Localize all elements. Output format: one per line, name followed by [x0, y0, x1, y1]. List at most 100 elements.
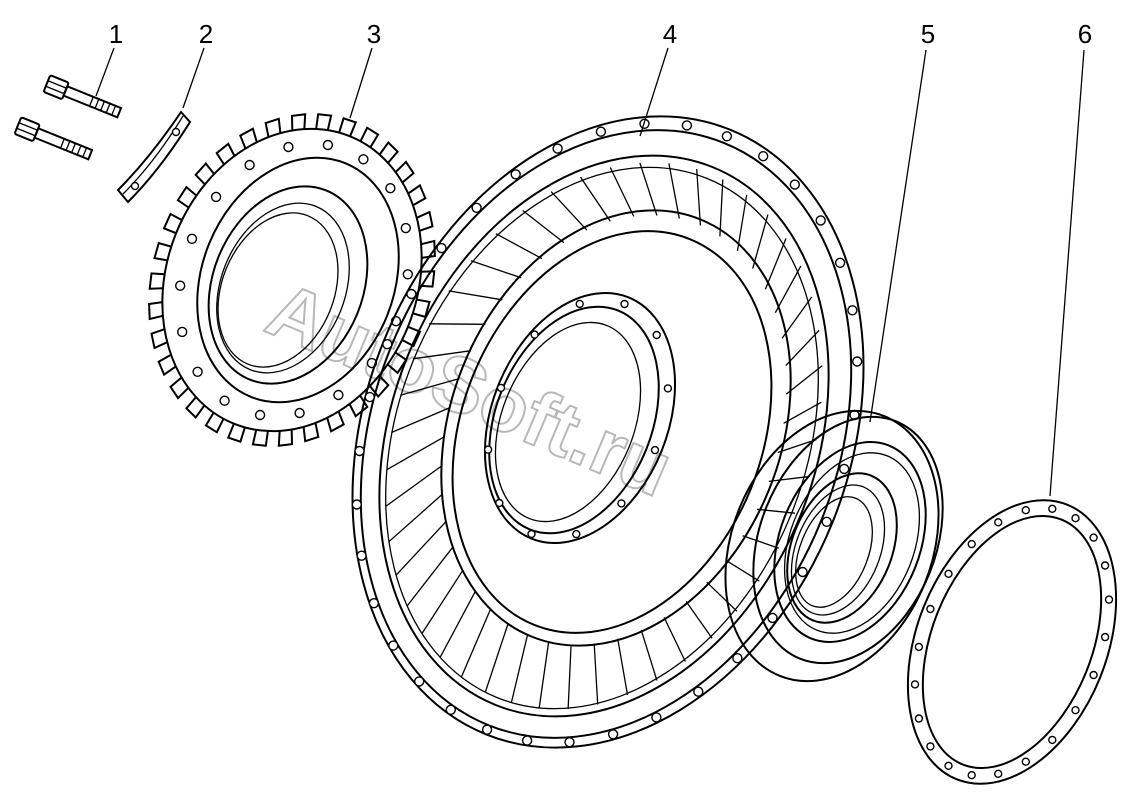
gasket-hole	[1071, 514, 1080, 523]
ring-tooth	[412, 298, 431, 319]
gasket-hole	[1104, 595, 1114, 604]
impeller-blade	[777, 438, 817, 454]
gasket-hole	[944, 761, 953, 770]
gasket-hole	[926, 742, 935, 751]
part-2-lock-plate	[116, 110, 192, 204]
impeller-blades	[385, 162, 823, 710]
impeller-hub-hole	[652, 330, 661, 340]
gasket-hole	[1089, 533, 1098, 542]
impeller-blade	[668, 163, 680, 219]
impeller-hub-hole	[650, 445, 660, 455]
impeller-blade	[567, 644, 572, 710]
impeller-blade	[448, 290, 503, 301]
impeller-flange-hole	[364, 391, 375, 403]
impeller-blade	[538, 641, 550, 709]
ring-bolt-hole	[294, 407, 305, 419]
impeller-hub-hole	[620, 299, 629, 309]
gasket-hole	[994, 769, 1003, 778]
impeller-flange-hole	[732, 653, 743, 664]
impeller-blade	[421, 570, 464, 634]
gasket-hole	[1071, 706, 1080, 715]
impeller-blade	[736, 194, 748, 251]
impeller-flange-hole	[595, 126, 607, 137]
impeller-hub-hole	[495, 498, 504, 508]
impeller-hub-hole	[527, 529, 536, 539]
impeller-blade	[495, 233, 543, 260]
impeller-flange-hole	[758, 150, 769, 162]
ring-tooth	[416, 210, 434, 232]
gasket-hole	[914, 642, 924, 652]
impeller-flange-hole	[607, 729, 619, 740]
ring-tooth	[176, 185, 198, 209]
ring-tooth	[148, 272, 165, 290]
impeller-flange-hole	[789, 179, 800, 190]
impeller-flange-hole	[521, 735, 533, 746]
ring-tooth	[169, 376, 190, 400]
impeller-flange-hole	[354, 445, 365, 457]
ring-tooth	[419, 270, 436, 288]
leader-1	[95, 47, 115, 97]
impeller-hub-hole	[617, 499, 626, 508]
impeller-blade	[774, 265, 802, 314]
impeller-flange-hole	[821, 516, 832, 527]
impeller-blade	[522, 209, 565, 244]
ring-tooth	[290, 113, 307, 131]
ring-tooth	[338, 117, 358, 137]
impeller-blade	[439, 591, 476, 658]
impeller-blade	[609, 167, 635, 217]
impeller-flange-hole	[681, 120, 693, 131]
impeller-blade	[640, 629, 658, 681]
impeller-flange-hole	[552, 143, 563, 154]
gasket-hole	[1021, 757, 1031, 766]
impeller-flange-hole	[564, 737, 575, 748]
impeller-hub-hole	[496, 383, 506, 393]
ring-bolt-hole	[219, 395, 230, 406]
ring-tooth	[239, 127, 258, 149]
impeller-hub-hole	[663, 384, 673, 393]
ring-bolt-hole	[322, 139, 334, 151]
gasket-hole	[1048, 504, 1057, 513]
bolt-lower	[14, 116, 94, 161]
ring-tooth	[386, 351, 408, 375]
gasket-hole	[1089, 670, 1098, 680]
impeller-flange-hole	[797, 566, 808, 578]
ring-bolt-hole	[254, 409, 266, 421]
impeller-flange-hole	[471, 202, 482, 214]
ring-tooth	[264, 117, 282, 138]
impeller-blade	[412, 350, 472, 360]
ring-tooth	[369, 374, 390, 399]
ring-tooth	[194, 161, 215, 186]
impeller-blade	[470, 260, 522, 279]
callout-1: 1	[109, 19, 123, 49]
part-5-bearing	[724, 409, 944, 683]
gasket-hole	[914, 714, 924, 723]
impeller-flange-hole	[414, 676, 425, 687]
ring-tooth	[185, 396, 206, 420]
part-6-gasket	[906, 499, 1118, 785]
ring-tooth	[162, 212, 183, 235]
callout-labels: 1 2 3 4 5 6	[109, 19, 1092, 49]
impeller-flange-hole	[481, 724, 493, 735]
gasket-hole	[926, 604, 935, 614]
impeller-blade	[391, 406, 451, 434]
gasket-hole	[967, 771, 976, 780]
impeller-blade	[460, 608, 492, 678]
ring-bolt-hole	[176, 326, 188, 338]
ring-tooth	[420, 239, 436, 259]
impeller-flange-hole	[368, 598, 380, 609]
ring-tooth	[315, 113, 333, 131]
impeller-blade	[752, 214, 769, 269]
gasket-hole	[910, 680, 920, 689]
part-4-impeller	[351, 115, 865, 749]
gasket-hole	[1021, 506, 1031, 515]
gasket-hole	[994, 518, 1003, 527]
impeller-flange-hole	[721, 131, 733, 142]
impeller-blade	[579, 176, 611, 222]
ring-bolt-hole	[402, 269, 413, 280]
ring-tooth	[251, 429, 269, 447]
impeller-flange-hole	[834, 257, 846, 268]
leader-5	[869, 49, 927, 423]
part-1-bolts	[14, 74, 123, 161]
impeller-blade	[785, 329, 820, 367]
